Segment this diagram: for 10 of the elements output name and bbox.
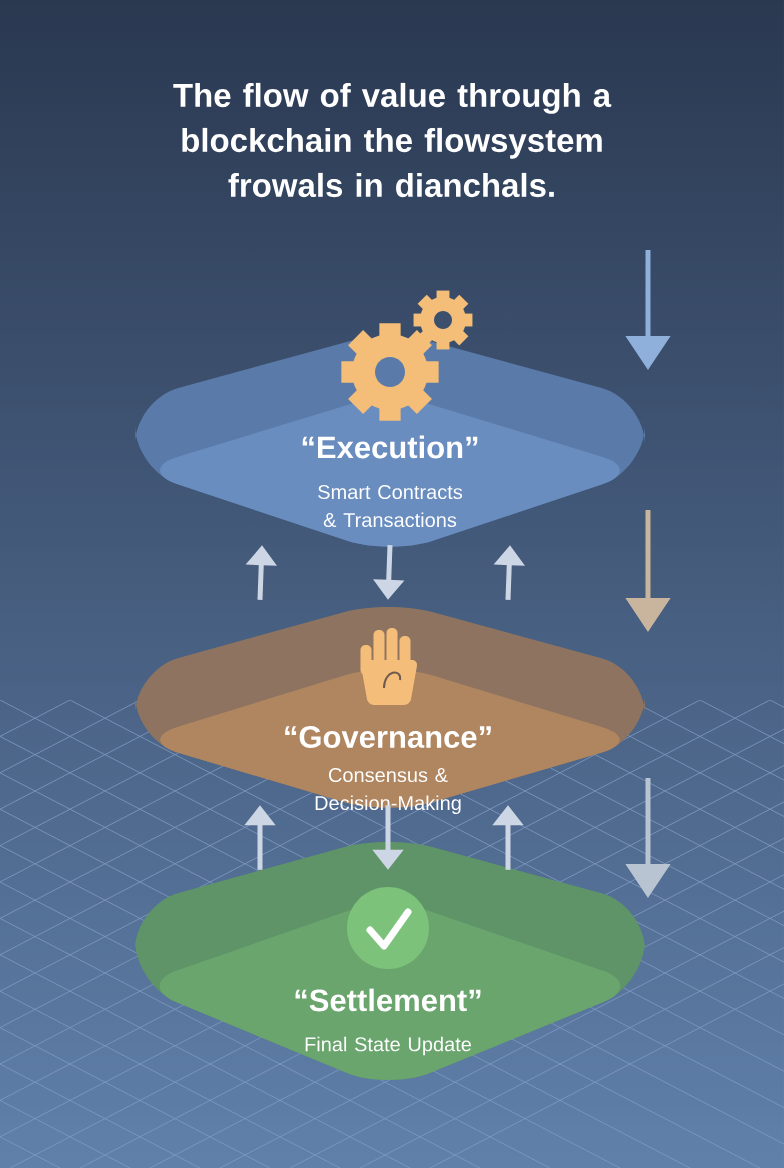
- layer-subtitle: Final State Update: [305, 1036, 471, 1056]
- layer-title: “Execution”: [302, 435, 478, 459]
- layer-title: “Settlement”: [295, 988, 481, 1012]
- layer-slab: [135, 842, 645, 1080]
- layer-subtitle: Smart Contracts & Transactions: [318, 484, 463, 528]
- layer-title: “Governance”: [285, 726, 491, 748]
- title: The flow of value through a blockchain the flowsystem frowals in dianchals.: [173, 82, 612, 198]
- layer-slab: [135, 607, 645, 815]
- layer-subtitle: Consensus & Decision-Making: [315, 767, 461, 815]
- layer-slab: [135, 290, 645, 547]
